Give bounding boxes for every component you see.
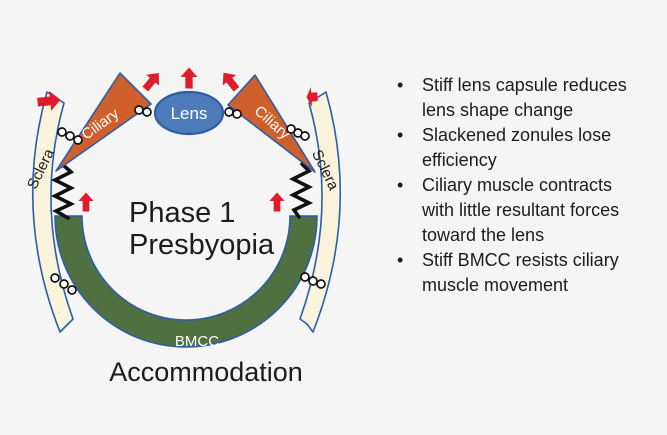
chain-sclera-right [286,124,310,141]
phase-title-line2: Presbyopia [129,229,275,261]
accommodation-caption: Accommodation [109,357,303,387]
chain-link [142,107,152,117]
chain-sclera-left [57,127,83,145]
force-arrow-up-right-icon [142,72,160,92]
note-text: Ciliary muscle contracts with little res… [422,175,620,245]
force-arrow-up-left-icon [222,72,240,92]
bmcc-label: BMCC [175,333,219,350]
chain-link [67,285,77,295]
note-text: Slackened zonules lose efficiency [422,125,612,170]
sclera-left-band [31,91,74,333]
lens-shape [153,90,225,136]
note-text: Stiff lens capsule reduces lens shape ch… [422,75,627,120]
zonule-spring-right [288,162,314,219]
sclera-right-band [299,91,342,333]
chain-link [73,135,83,145]
chain-link [224,107,234,117]
note-text: Stiff BMCC resists ciliary muscle moveme… [422,250,619,295]
bullet-icon: • [397,125,404,145]
lens-label: Lens [171,104,208,123]
bullet-icon: • [397,75,404,95]
phase-title-line1: Phase 1 [129,197,235,229]
chain-bottom-right [300,272,326,289]
force-arrow-inner-right-icon [269,192,285,212]
bullet-icon: • [397,175,404,195]
accommodation-diagram: Lens Ciliary Ciliary Sclera Sclera BMCC … [24,67,342,387]
chain-link [134,105,144,115]
list-item: • Stiff lens capsule reduces lens shape … [394,73,646,123]
chain-lens-left [134,105,152,117]
list-item: • Stiff BMCC resists ciliary muscle move… [394,248,646,298]
chain-bottom-left [50,273,77,295]
chain-link [50,273,60,283]
bullet-icon: • [397,250,404,270]
sclera-left-label: Sclera [24,146,58,192]
list-item: • Slackened zonules lose efficiency [394,123,646,173]
chain-link [308,276,318,286]
force-arrow-right-icon [37,90,61,111]
chain-link [286,124,296,134]
zonule-spring-left [50,163,76,220]
ciliary-right-shape [227,74,316,173]
list-item: • Ciliary muscle contracts with little r… [394,173,646,248]
force-arrow-inner-left-icon [78,192,94,212]
chain-link [316,279,326,289]
ciliary-left-shape [55,72,152,172]
notes-list: • Stiff lens capsule reduces lens shape … [394,73,646,298]
chain-link [65,131,75,141]
chain-link [232,109,242,119]
force-arrow-up-icon [180,67,198,89]
chain-link [57,127,67,137]
force-arrow-left-icon [306,87,318,108]
bmcc-arc [54,215,318,348]
chain-lens-right [224,107,242,119]
chain-link [300,272,310,282]
chain-link [59,279,69,289]
notes-panel: • Stiff lens capsule reduces lens shape … [394,73,646,298]
chain-link [300,131,310,141]
